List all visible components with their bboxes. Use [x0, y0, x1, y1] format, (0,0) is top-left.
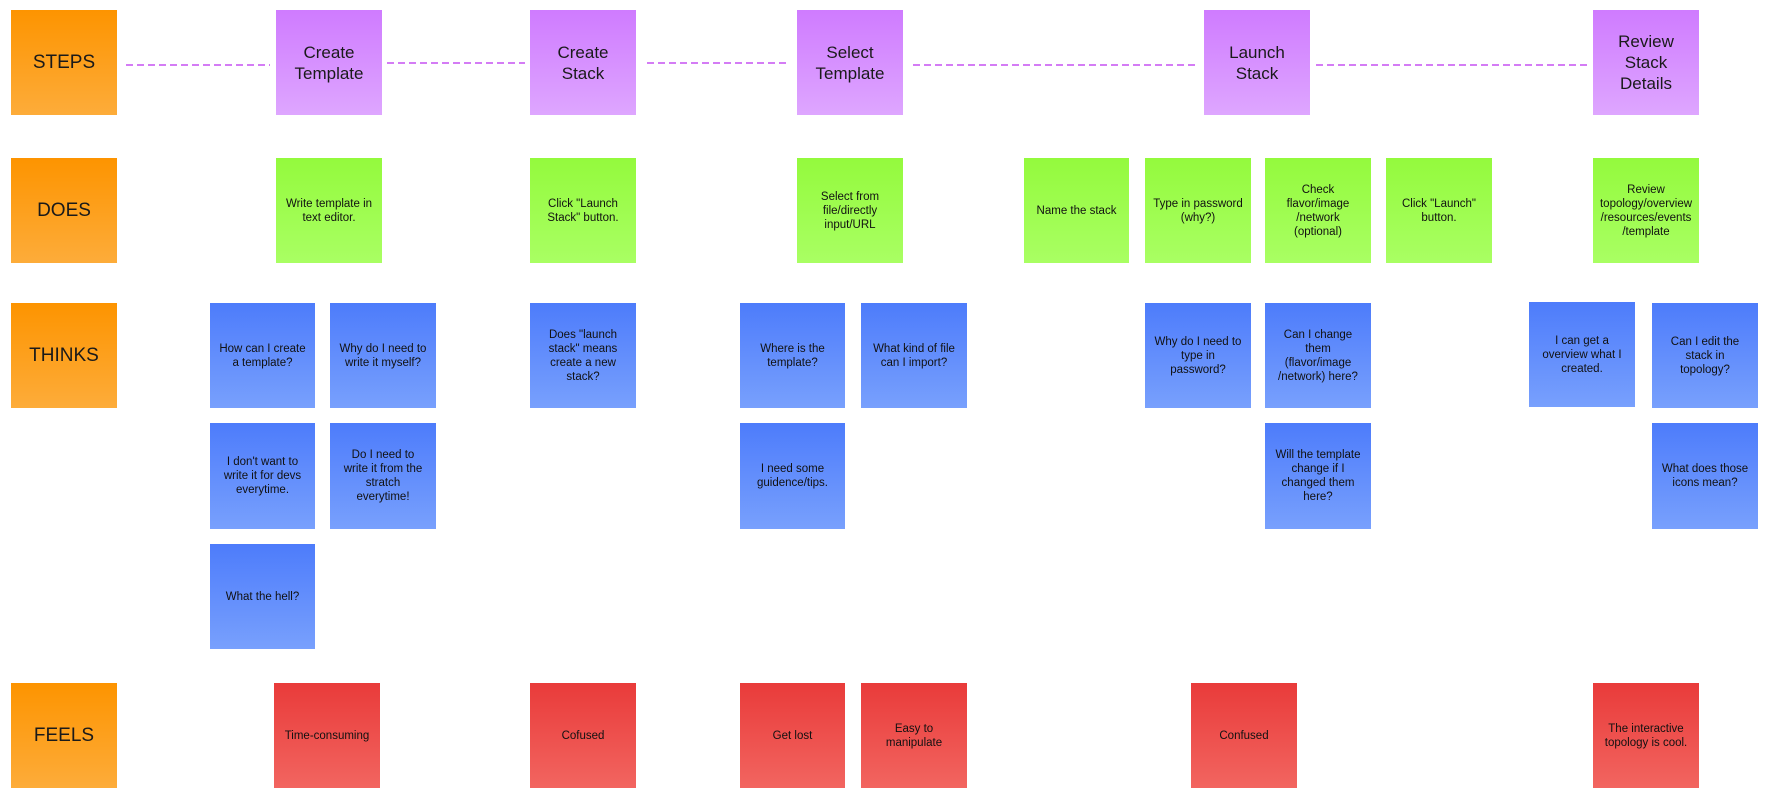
does-note: Select from file/directly input/URL	[797, 158, 903, 263]
thinks-note: Do I need to write it from the stratch e…	[330, 423, 436, 529]
step-create-template: Create Template	[276, 10, 382, 115]
thinks-note: What kind of file can I import?	[861, 303, 967, 408]
feels-note: The interactive topology is cool.	[1593, 683, 1699, 788]
row-label-does: DOES	[11, 158, 117, 263]
does-note: Name the stack	[1024, 158, 1129, 263]
row-label-thinks: THINKS	[11, 303, 117, 408]
step-launch-stack: Launch Stack	[1204, 10, 1310, 115]
feels-note: Confused	[1191, 683, 1297, 788]
feels-note: Get lost	[740, 683, 845, 788]
thinks-note: Will the template change if I changed th…	[1265, 423, 1371, 529]
feels-note: Cofused	[530, 683, 636, 788]
thinks-note: Does "launch stack" means create a new s…	[530, 303, 636, 408]
does-note: Click "Launch Stack" button.	[530, 158, 636, 263]
does-note: Type in password (why?)	[1145, 158, 1251, 263]
thinks-note: I can get a overview what I created.	[1529, 302, 1635, 407]
does-note: Check flavor/image /network (optional)	[1265, 158, 1371, 263]
thinks-note: Can I change them (flavor/image /network…	[1265, 303, 1371, 408]
thinks-note: Why do I need to write it myself?	[330, 303, 436, 408]
does-note: Review topology/overview /resources/even…	[1593, 158, 1699, 263]
thinks-note: What does those icons mean?	[1652, 423, 1758, 529]
row-label-feels: FEELS	[11, 683, 117, 788]
thinks-note: Where is the template?	[740, 303, 845, 408]
thinks-note: Why do I need to type in password?	[1145, 303, 1251, 408]
thinks-note: How can I create a template?	[210, 303, 315, 408]
does-note: Write template in text editor.	[276, 158, 382, 263]
thinks-note: What the hell?	[210, 544, 315, 649]
step-create-stack: Create Stack	[530, 10, 636, 115]
thinks-note: I don't want to write it for devs everyt…	[210, 423, 315, 529]
thinks-note: Can I edit the stack in topology?	[1652, 303, 1758, 408]
step-select-template: Select Template	[797, 10, 903, 115]
row-label-steps: STEPS	[11, 10, 117, 115]
step-review-stack-details: Review Stack Details	[1593, 10, 1699, 115]
thinks-note: I need some guidence/tips.	[740, 423, 845, 529]
does-note: Click "Launch" button.	[1386, 158, 1492, 263]
feels-note: Easy to manipulate	[861, 683, 967, 788]
feels-note: Time-consuming	[274, 683, 380, 788]
